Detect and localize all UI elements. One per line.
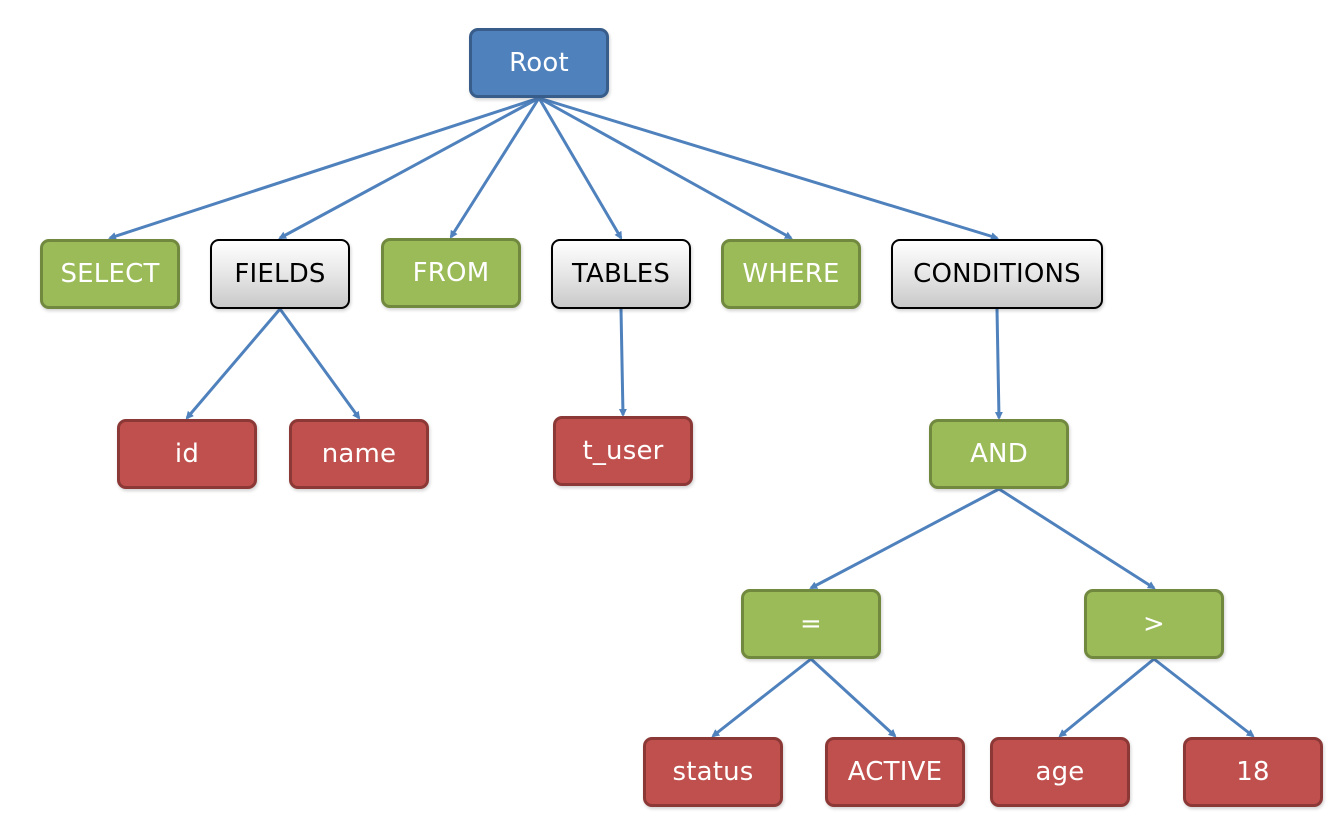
edge-eq-to-active bbox=[809, 657, 897, 738]
edge-gt-to-num18 bbox=[1153, 657, 1255, 738]
edge-root-to-where bbox=[538, 96, 793, 240]
number-18-node: 18 bbox=[1183, 737, 1323, 807]
edge-eq-to-status bbox=[711, 657, 812, 738]
greater-than-label: > bbox=[1143, 609, 1165, 639]
t-user-label: t_user bbox=[582, 436, 664, 466]
edge-root-to-fields bbox=[278, 96, 540, 240]
edge-root-to-tables bbox=[537, 97, 623, 240]
from-node: FROM bbox=[381, 238, 521, 308]
edge-and-to-gt bbox=[998, 487, 1156, 590]
conditions-node: CONDITIONS bbox=[891, 239, 1103, 309]
active-node: ACTIVE bbox=[825, 737, 965, 807]
equals-node: = bbox=[741, 589, 881, 659]
age-node: age bbox=[990, 737, 1130, 807]
fields-node: FIELDS bbox=[210, 239, 350, 309]
edge-root-to-from bbox=[449, 97, 541, 239]
tables-label: TABLES bbox=[571, 259, 671, 289]
status-node: status bbox=[643, 737, 783, 807]
edge-fields-to-name bbox=[278, 308, 361, 420]
t-user-node: t_user bbox=[553, 416, 693, 486]
tables-node: TABLES bbox=[551, 239, 691, 309]
select-label: SELECT bbox=[60, 259, 160, 289]
edge-gt-to-age bbox=[1058, 657, 1155, 738]
age-label: age bbox=[1035, 757, 1085, 787]
edge-conditions-to-and bbox=[994, 308, 1003, 420]
name-node: name bbox=[289, 419, 429, 489]
where-label: WHERE bbox=[742, 259, 840, 289]
select-node: SELECT bbox=[40, 239, 180, 309]
fields-label: FIELDS bbox=[234, 259, 326, 289]
conditions-label: CONDITIONS bbox=[913, 259, 1081, 289]
status-label: status bbox=[672, 757, 754, 787]
edge-root-to-select bbox=[108, 96, 540, 240]
equals-label: = bbox=[800, 609, 822, 639]
from-label: FROM bbox=[412, 258, 490, 288]
id-label: id bbox=[174, 439, 200, 469]
edge-fields-to-id bbox=[185, 308, 282, 420]
name-label: name bbox=[321, 439, 397, 469]
root-label: Root bbox=[509, 48, 569, 78]
edge-and-to-eq bbox=[809, 487, 1000, 590]
greater-than-node: > bbox=[1084, 589, 1224, 659]
active-label: ACTIVE bbox=[847, 757, 943, 787]
and-label: AND bbox=[970, 439, 1028, 469]
root-node: Root bbox=[469, 28, 609, 98]
edge-root-to-conditions bbox=[538, 96, 999, 241]
edge-tables-to-t_user bbox=[618, 308, 627, 417]
and-node: AND bbox=[929, 419, 1069, 489]
where-node: WHERE bbox=[721, 239, 861, 309]
id-node: id bbox=[117, 419, 257, 489]
number-18-label: 18 bbox=[1236, 757, 1270, 787]
